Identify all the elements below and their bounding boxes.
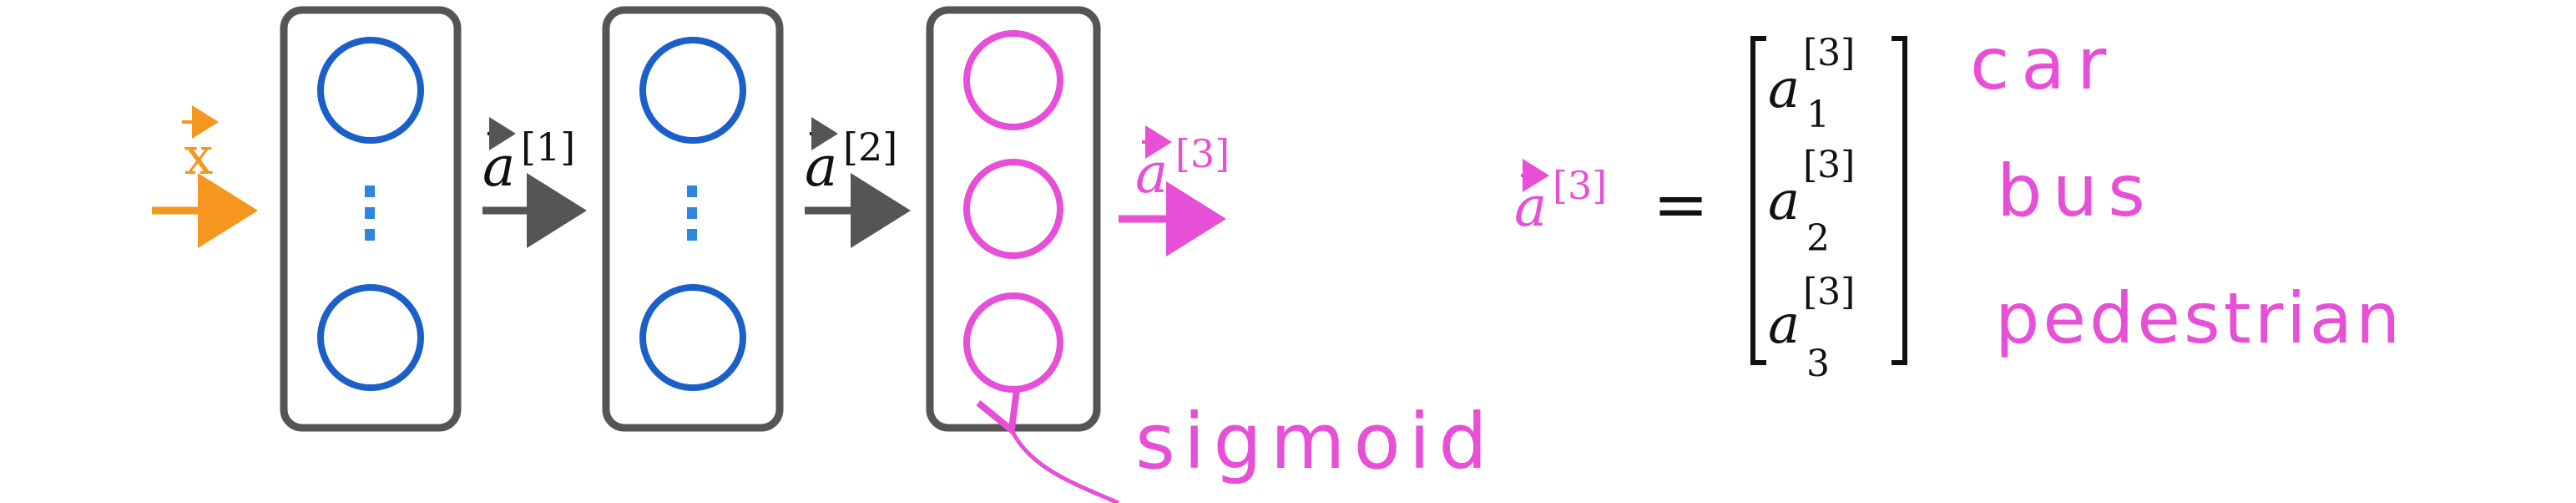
activation-2-symbol: a: [805, 135, 837, 199]
activation-1-label: a [1]: [482, 117, 575, 199]
equation-lhs-symbol: a: [1514, 175, 1547, 239]
input-label: x: [182, 105, 219, 186]
entry-2-subscript: 2: [1806, 217, 1830, 260]
layer-1-unit-top: [317, 37, 424, 144]
class-label-pedestrian: pedestrian: [1995, 277, 2403, 359]
activation-2-superscript: [2]: [843, 124, 897, 170]
activation-3-superscript: [3]: [1175, 131, 1230, 176]
sigmoid-note: sigmoid: [1135, 397, 1496, 486]
activation-3-label: a [3]: [1135, 125, 1230, 206]
activation-1-symbol: a: [482, 135, 515, 199]
activation-1-superscript: [1]: [521, 124, 575, 170]
entry-2-symbol: a: [1768, 170, 1800, 232]
class-label-bus: bus: [1997, 150, 2155, 233]
output-layer: [926, 6, 1101, 432]
matrix-entry-2: a [3] 2: [1768, 144, 1855, 260]
layer-2-unit-bottom: [639, 284, 746, 391]
layer-1-ellipsis: [365, 185, 375, 241]
entry-3-subscript: 3: [1806, 343, 1830, 385]
entry-1-subscript: 1: [1806, 94, 1830, 136]
layer-1: [280, 6, 462, 432]
right-bracket: [1892, 36, 1907, 365]
output-layer-box: [926, 6, 1101, 432]
entry-1-superscript: [3]: [1803, 32, 1855, 74]
entry-2-superscript: [3]: [1803, 144, 1855, 186]
layer-2-box: [602, 6, 784, 432]
activation-3-symbol: a: [1135, 141, 1168, 206]
output-unit-car: [963, 30, 1063, 130]
layer-2-ellipsis: [687, 185, 697, 241]
matrix-entry-1: a [3] 1: [1768, 32, 1855, 136]
equation-lhs: a [3]: [1514, 159, 1607, 239]
activation-2-label: a [2]: [805, 117, 897, 199]
entry-3-symbol: a: [1768, 294, 1800, 356]
sigmoid-pointer-arrow: [1010, 426, 1120, 503]
left-bracket: [1750, 36, 1766, 365]
entry-1-symbol: a: [1768, 58, 1800, 120]
matrix-entry-3: a [3] 3: [1768, 271, 1855, 385]
input-x-text: x: [184, 125, 214, 186]
class-label-car: car: [1970, 23, 2118, 106]
equation-lhs-superscript: [3]: [1553, 163, 1607, 208]
layer-2: [602, 6, 784, 432]
equals-sign: =: [1653, 165, 1709, 243]
entry-3-superscript: [3]: [1803, 271, 1855, 313]
layer-2-unit-top: [639, 37, 746, 144]
output-unit-pedestrian: [963, 292, 1063, 393]
output-unit-bus: [963, 159, 1063, 259]
layer-1-unit-bottom: [317, 284, 424, 391]
layer-1-box: [280, 6, 462, 432]
